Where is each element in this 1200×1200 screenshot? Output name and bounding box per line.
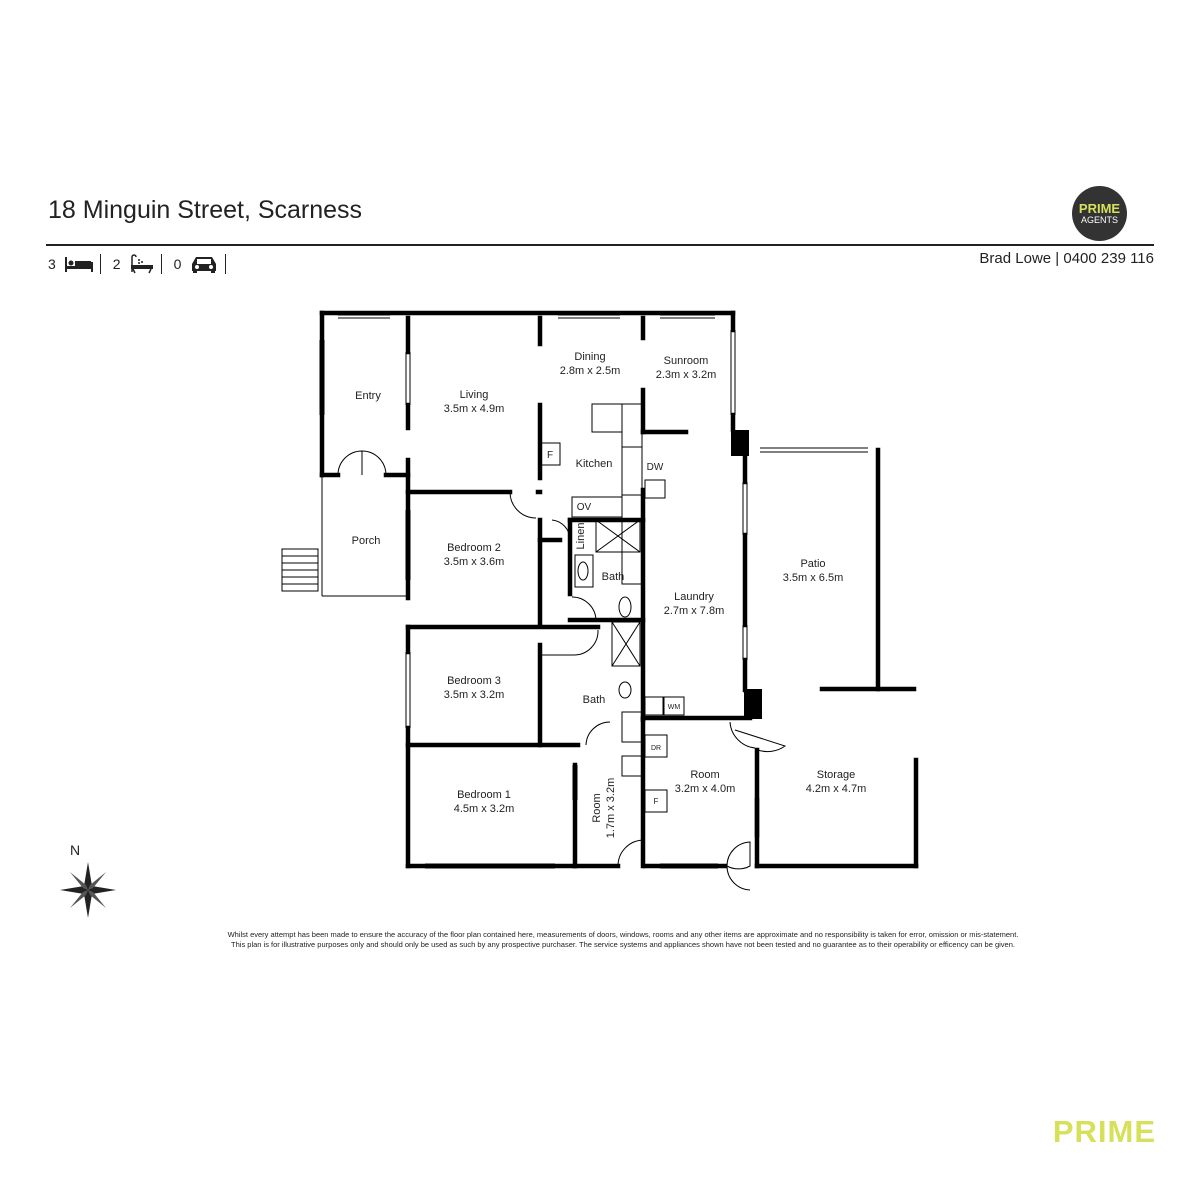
storage-label: Storage	[817, 769, 856, 781]
laundry-size: 2.7m x 7.8m	[664, 605, 725, 617]
feature-summary: 3 2 0	[48, 254, 238, 274]
disclaimer: Whilst every attempt has been made to en…	[100, 930, 1146, 950]
bathroom-count-value: 2	[112, 256, 121, 272]
north-label: N	[70, 842, 81, 858]
car-count-value: 0	[173, 256, 182, 272]
bedroom1-label: Bedroom 1	[457, 789, 511, 801]
doors	[337, 450, 787, 891]
walls	[319, 310, 919, 869]
bedroom3-size: 3.5m x 3.2m	[444, 689, 505, 701]
wall-blocks	[731, 430, 762, 719]
prime-agents-logo: PRIME AGENTS	[1072, 186, 1127, 241]
washing-machine-label: WM	[668, 704, 681, 711]
dining-label: Dining	[574, 351, 605, 363]
small-room-size: 1.7m x 3.2m	[605, 778, 617, 839]
living-size: 3.5m x 4.9m	[444, 403, 505, 415]
sunroom-size: 2.3m x 3.2m	[656, 369, 717, 381]
feature-separator	[225, 254, 227, 274]
room-label: Room	[690, 769, 719, 781]
agent-contact: Brad Lowe | 0400 239 116	[979, 250, 1154, 267]
disclaimer-line1: Whilst every attempt has been made to en…	[227, 930, 1019, 939]
small-room-label: Room	[591, 793, 603, 822]
dining-size: 2.8m x 2.5m	[560, 365, 621, 377]
property-address: 18 Minguin Street, Scarness	[48, 196, 363, 224]
fridge-room-label: F	[654, 797, 659, 806]
porch-label: Porch	[352, 535, 381, 547]
patio-size: 3.5m x 6.5m	[783, 572, 844, 584]
patio-label: Patio	[800, 558, 825, 570]
bedroom2-size: 3.5m x 3.6m	[444, 556, 505, 568]
bedroom2-label: Bedroom 2	[447, 542, 501, 554]
oven-label: OV	[577, 502, 592, 513]
car-icon	[192, 257, 217, 273]
disclaimer-line2: This plan is for illustrative purposes o…	[231, 940, 1015, 949]
bath-upper-label: Bath	[602, 571, 625, 583]
brand-watermark: PRIME	[1052, 1114, 1156, 1149]
bath-lower-label: Bath	[583, 694, 606, 706]
bedroom1-size: 4.5m x 3.2m	[454, 803, 515, 815]
logo-line1: PRIME	[1078, 201, 1121, 216]
porch-outline	[281, 475, 406, 597]
compass-icon	[60, 862, 116, 918]
dryer-label: DR	[651, 745, 661, 752]
linen-label: Linen	[575, 523, 587, 550]
bedroom-count: 3	[48, 254, 113, 274]
bed-icon	[64, 257, 93, 272]
kitchen-label: Kitchen	[576, 458, 613, 470]
entry-label: Entry	[355, 390, 381, 402]
logo-line2: AGENTS	[1080, 215, 1118, 225]
dishwasher-label: DW	[647, 462, 664, 473]
fridge-kitchen-label: F	[547, 450, 553, 461]
living-label: Living	[460, 389, 489, 401]
room-size: 3.2m x 4.0m	[675, 783, 736, 795]
sunroom-label: Sunroom	[664, 355, 709, 367]
bedroom-count-value: 3	[48, 256, 56, 272]
header-divider	[46, 244, 1154, 246]
car-count: 0	[174, 254, 239, 274]
feature-separator	[160, 254, 162, 274]
bathroom-count: 2	[113, 254, 174, 274]
kitchen-bench	[539, 403, 685, 813]
bedroom3-label: Bedroom 3	[447, 675, 501, 687]
windows	[319, 314, 868, 869]
laundry-label: Laundry	[674, 591, 714, 603]
feature-separator	[99, 254, 101, 274]
bath-icon	[130, 254, 153, 274]
storage-size: 4.2m x 4.7m	[806, 783, 867, 795]
